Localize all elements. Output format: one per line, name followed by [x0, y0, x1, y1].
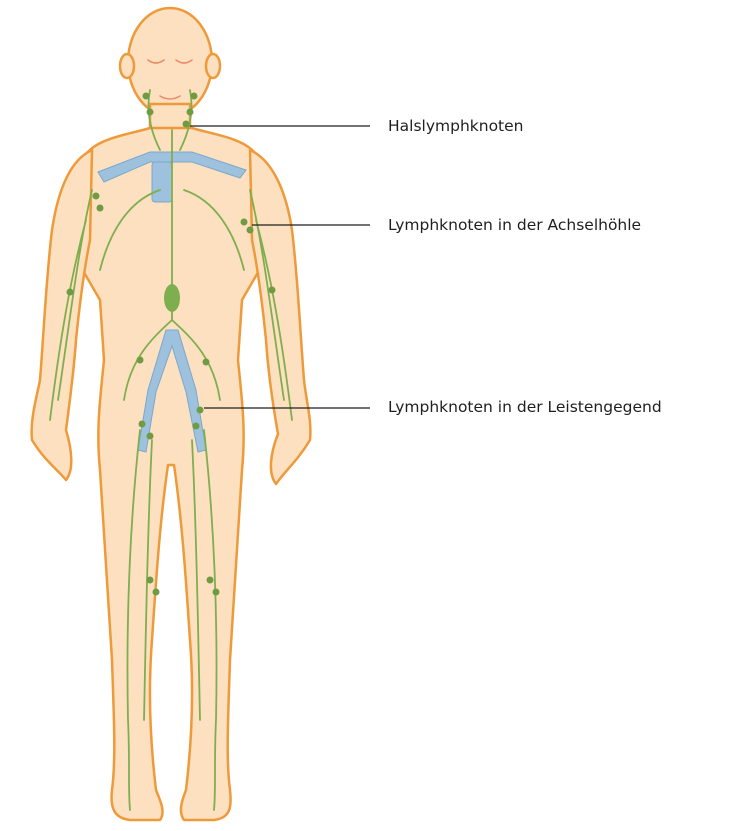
body-silhouette — [32, 8, 311, 820]
lymph-node — [137, 357, 144, 364]
right-arm — [250, 150, 310, 484]
right-ear — [206, 54, 220, 78]
lymph-node — [97, 205, 104, 212]
lymph-node — [143, 93, 150, 100]
lymph-node — [203, 359, 210, 366]
lymph-node — [269, 287, 276, 294]
label-inguinal-lymph-nodes: Lymphknoten in der Leistengegend — [388, 398, 662, 416]
lymph-node — [93, 193, 100, 200]
lymph-node — [183, 121, 190, 128]
lymph-node — [213, 589, 220, 596]
lymph-node — [187, 109, 194, 116]
superior-vena-cava — [152, 162, 172, 202]
lymph-node — [207, 577, 214, 584]
lymph-node — [139, 421, 146, 428]
lymph-node — [147, 109, 154, 116]
cisterna-chyli — [164, 284, 180, 312]
left-arm — [32, 150, 92, 480]
lymph-node — [147, 577, 154, 584]
lymph-node — [193, 423, 200, 430]
label-neck-lymph-nodes: Halslymphknoten — [388, 117, 524, 135]
lymph-node — [67, 289, 74, 296]
torso-and-legs — [70, 128, 272, 820]
lymph-node — [191, 93, 198, 100]
left-ear — [120, 54, 134, 78]
lymph-node — [241, 219, 248, 226]
lymph-node — [147, 433, 154, 440]
lymph-node — [247, 227, 254, 234]
label-axillary-lymph-nodes: Lymphknoten in der Achselhöhle — [388, 216, 641, 234]
lymph-node — [153, 589, 160, 596]
lymph-node — [197, 407, 204, 414]
